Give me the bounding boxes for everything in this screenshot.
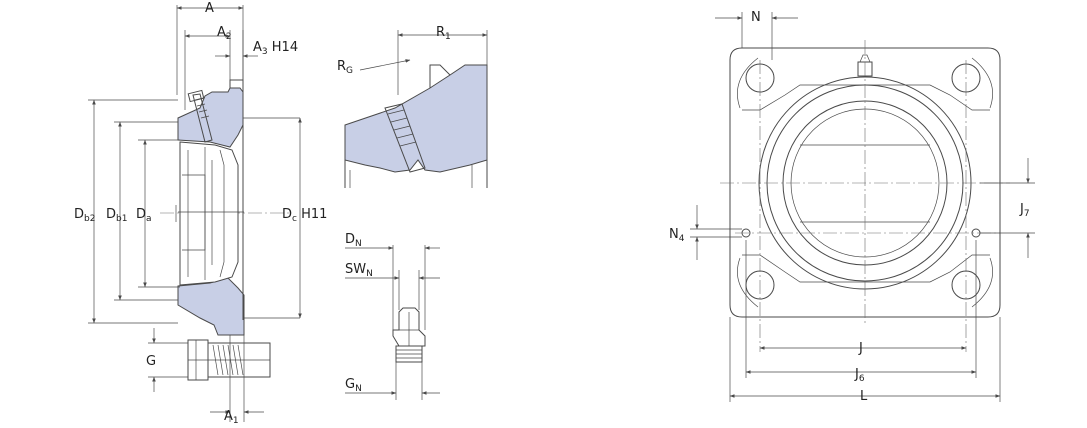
dim-label-da: Da: [136, 207, 152, 224]
detail-view: R1 RG: [337, 25, 488, 188]
section-view: A A2 A3 H14 Db2 Db1 Da Dc H11 G: [74, 1, 327, 426]
dim-label-j7: J7: [1019, 202, 1030, 219]
housing-section-lower: [177, 277, 245, 336]
bolt: [187, 339, 271, 381]
dim-label-a1: A1: [224, 409, 239, 426]
front-grease-nipple: [857, 61, 873, 77]
detail-section: [344, 64, 488, 173]
dim-label-a3-h14: A3 H14: [253, 40, 298, 57]
dim-label-r1: R1: [436, 25, 451, 42]
dim-label-swn: SWN: [345, 262, 373, 279]
dim-label-j: J: [858, 341, 863, 356]
dim-label-a: A: [205, 1, 214, 16]
dim-label-g: G: [146, 354, 156, 369]
housing-outline: [729, 47, 1001, 318]
housing-section-upper: [177, 87, 244, 148]
dim-label-j6: J6: [854, 367, 865, 384]
dim-label-db1: Db1: [106, 207, 127, 224]
dim-label-n4: N4: [669, 227, 685, 244]
dim-label-rg: RG: [337, 59, 353, 76]
bearing-insert: [179, 141, 239, 286]
dim-label-gn: GN: [345, 377, 362, 394]
dim-label-dn: DN: [345, 232, 362, 249]
grease-nipple-section: [187, 89, 213, 143]
front-view: N N4 J7 J J6 L: [669, 10, 1035, 404]
dim-label-a2: A2: [217, 25, 232, 42]
dim-label-l: L: [860, 389, 868, 404]
nipple-view: DN SWN GN: [345, 232, 440, 400]
dim-label-db2: Db2: [74, 207, 95, 224]
dim-label-n: N: [751, 10, 761, 25]
dim-label-dc-h11: Dc H11: [282, 207, 327, 224]
